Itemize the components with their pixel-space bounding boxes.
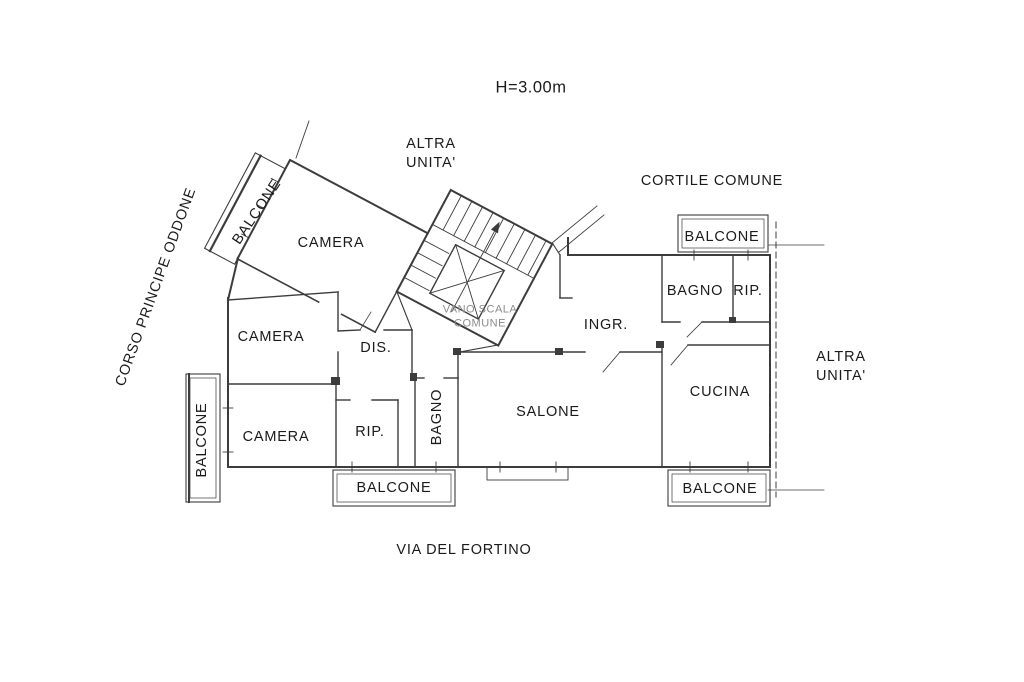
balcony-outlines (185, 214, 771, 507)
room-label-salone: SALONE (516, 404, 580, 420)
label-line: ALTRA (816, 349, 866, 366)
interior-walls (227, 254, 771, 468)
balcony-label-bottom-left: BALCONE (356, 480, 432, 496)
room-label-vano-scala: VANO SCALA COMUNE (443, 303, 518, 332)
label-line: UNITA' (406, 155, 456, 171)
stairwell-outline (395, 188, 554, 347)
room-label-camera-top: CAMERA (297, 235, 365, 251)
label-line: ALTRA (406, 136, 456, 153)
balcony-label-left: BALCONE (194, 402, 210, 478)
balcony-top-left-outline (203, 152, 287, 265)
elevator-shaft-outline (428, 243, 506, 321)
window-marks (222, 249, 749, 473)
balcony-label-bottom-right: BALCONE (682, 481, 758, 497)
street-label-via-del-fortino: VIA DEL FORTINO (396, 542, 532, 558)
room-label-rip-top: RIP. (733, 283, 763, 299)
room-label-cucina: CUCINA (689, 384, 751, 400)
room-label-ingresso: INGR. (583, 317, 629, 333)
courtyard-label: CORTILE COMUNE (640, 173, 784, 189)
other-unit-label-right: ALTRA UNITA' (816, 348, 866, 386)
rotated-wing-group (203, 152, 554, 347)
room-label-rip-bottom: RIP. (355, 424, 385, 440)
label-line: VANO SCALA (442, 303, 518, 316)
wall-junctions (331, 317, 736, 385)
balcony-label-top-right: BALCONE (684, 229, 760, 245)
room-label-bagno-bottom: BAGNO (429, 388, 445, 446)
height-annotation: H=3.00m (495, 78, 567, 97)
room-label-dis: DIS. (360, 340, 392, 356)
room-label-camera-bottom: CAMERA (242, 429, 310, 445)
label-line: UNITA' (816, 368, 866, 384)
room-label-bagno-top: BAGNO (666, 283, 724, 299)
room-label-camera-mid: CAMERA (237, 329, 305, 345)
other-unit-label-top: ALTRA UNITA' (406, 135, 456, 173)
site-boundary-lines (295, 120, 825, 498)
label-line: COMUNE (454, 318, 506, 330)
